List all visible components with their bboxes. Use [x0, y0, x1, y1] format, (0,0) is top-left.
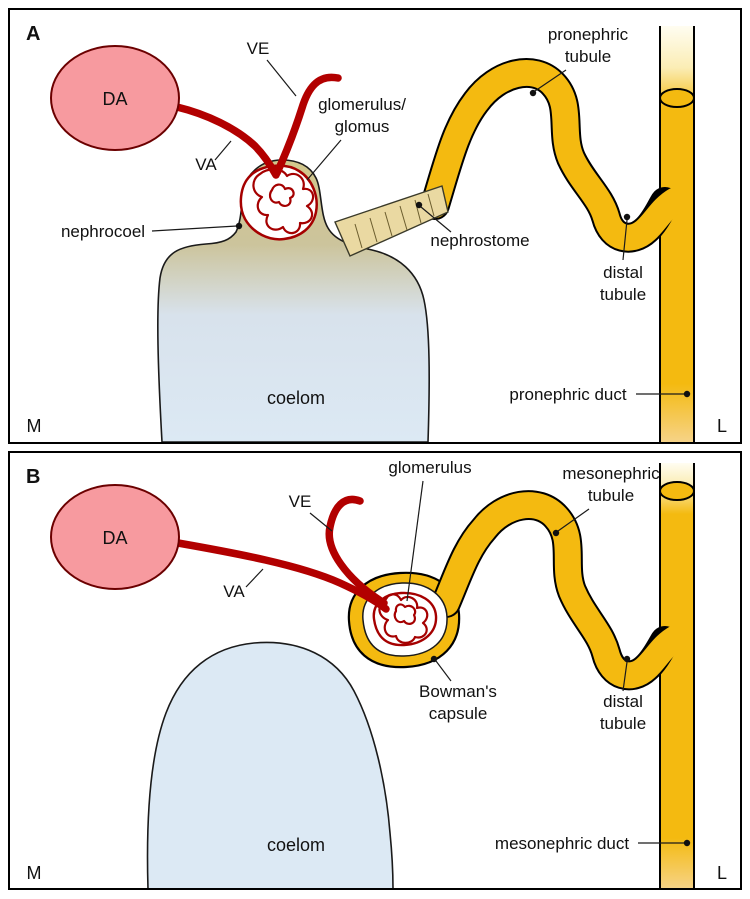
dorsal-aorta [50, 45, 180, 151]
mesonephric-duct-label: mesonephric duct [495, 834, 629, 853]
glomerulus [372, 591, 438, 647]
medial-marker: M [27, 416, 42, 436]
glomerulus-label-line1: glomerulus/ [318, 95, 406, 114]
panel-a-diagram: DA A VE VA glomerulus/ glomus nephrocoel… [26, 23, 727, 442]
vas-efferens-vessel [273, 73, 342, 177]
glomerulus-capillary-coil-inner [393, 603, 417, 625]
bowmans-capsule-label-line2: capsule [429, 704, 488, 723]
pronephric-duct-label: pronephric duct [509, 385, 626, 404]
glomus-capillary-coil-inner [268, 183, 295, 208]
coelom-label: coelom [267, 835, 325, 855]
leader-lines [151, 59, 691, 398]
da-label: DA [102, 89, 127, 109]
glomus [239, 164, 318, 241]
panel-tag: B [26, 466, 40, 488]
glomerulus-label-line2: glomus [335, 117, 390, 136]
panel-b-diagram: DA B VE VA glomerulus Bowman's capsule m… [26, 458, 727, 888]
distal-tubule-label-line2: tubule [600, 285, 646, 304]
va-label: VA [223, 582, 245, 601]
mesonephric-duct [659, 463, 695, 888]
pronephric-tubule [422, 60, 689, 251]
da-label: DA [102, 528, 127, 548]
ve-label: VE [289, 492, 312, 511]
medial-marker: M [27, 863, 42, 883]
duct-open-end [659, 481, 695, 501]
coelom-body [146, 641, 394, 888]
glomerulus-label: glomerulus [388, 458, 471, 477]
bowmans-capsule-label-line1: Bowman's [419, 682, 497, 701]
mesonephric-duct-body [660, 463, 694, 888]
pronephric-tubule-label-line1: pronephric [548, 25, 629, 44]
distal-tubule-label-line1: distal [603, 692, 643, 711]
mesonephric-tubule-label-line2: tubule [588, 486, 634, 505]
glomerulus-capillary-coil [378, 593, 429, 644]
panel-b: DA B VE VA glomerulus Bowman's capsule m… [8, 451, 742, 890]
panel-a: DA A VE VA glomerulus/ glomus nephrocoel… [8, 8, 742, 444]
nephrostome-cilia [354, 193, 435, 249]
panel-tag: A [26, 23, 40, 45]
ve-label: VE [247, 39, 270, 58]
nephrocoel-label: nephrocoel [61, 222, 145, 241]
duct-open-end [659, 88, 695, 108]
va-label: VA [195, 155, 217, 174]
mesonephric-tubule [433, 492, 689, 689]
mesonephric-tubule-label-line1: mesonephric [562, 464, 660, 483]
distal-tubule-label-line1: distal [603, 263, 643, 282]
lateral-marker: L [717, 416, 727, 436]
dorsal-aorta [50, 484, 180, 590]
leader-lines [245, 480, 691, 847]
vas-afferens-vessel [173, 103, 280, 179]
coelom-label: coelom [267, 388, 325, 408]
nephrostome-label: nephrostome [430, 231, 529, 250]
lateral-marker: L [717, 863, 727, 883]
pronephric-tubule-label-line2: tubule [565, 47, 611, 66]
glomus-capillary-coil [252, 168, 315, 235]
distal-tubule-label-line2: tubule [600, 714, 646, 733]
vas-efferens-vessel [325, 495, 388, 607]
